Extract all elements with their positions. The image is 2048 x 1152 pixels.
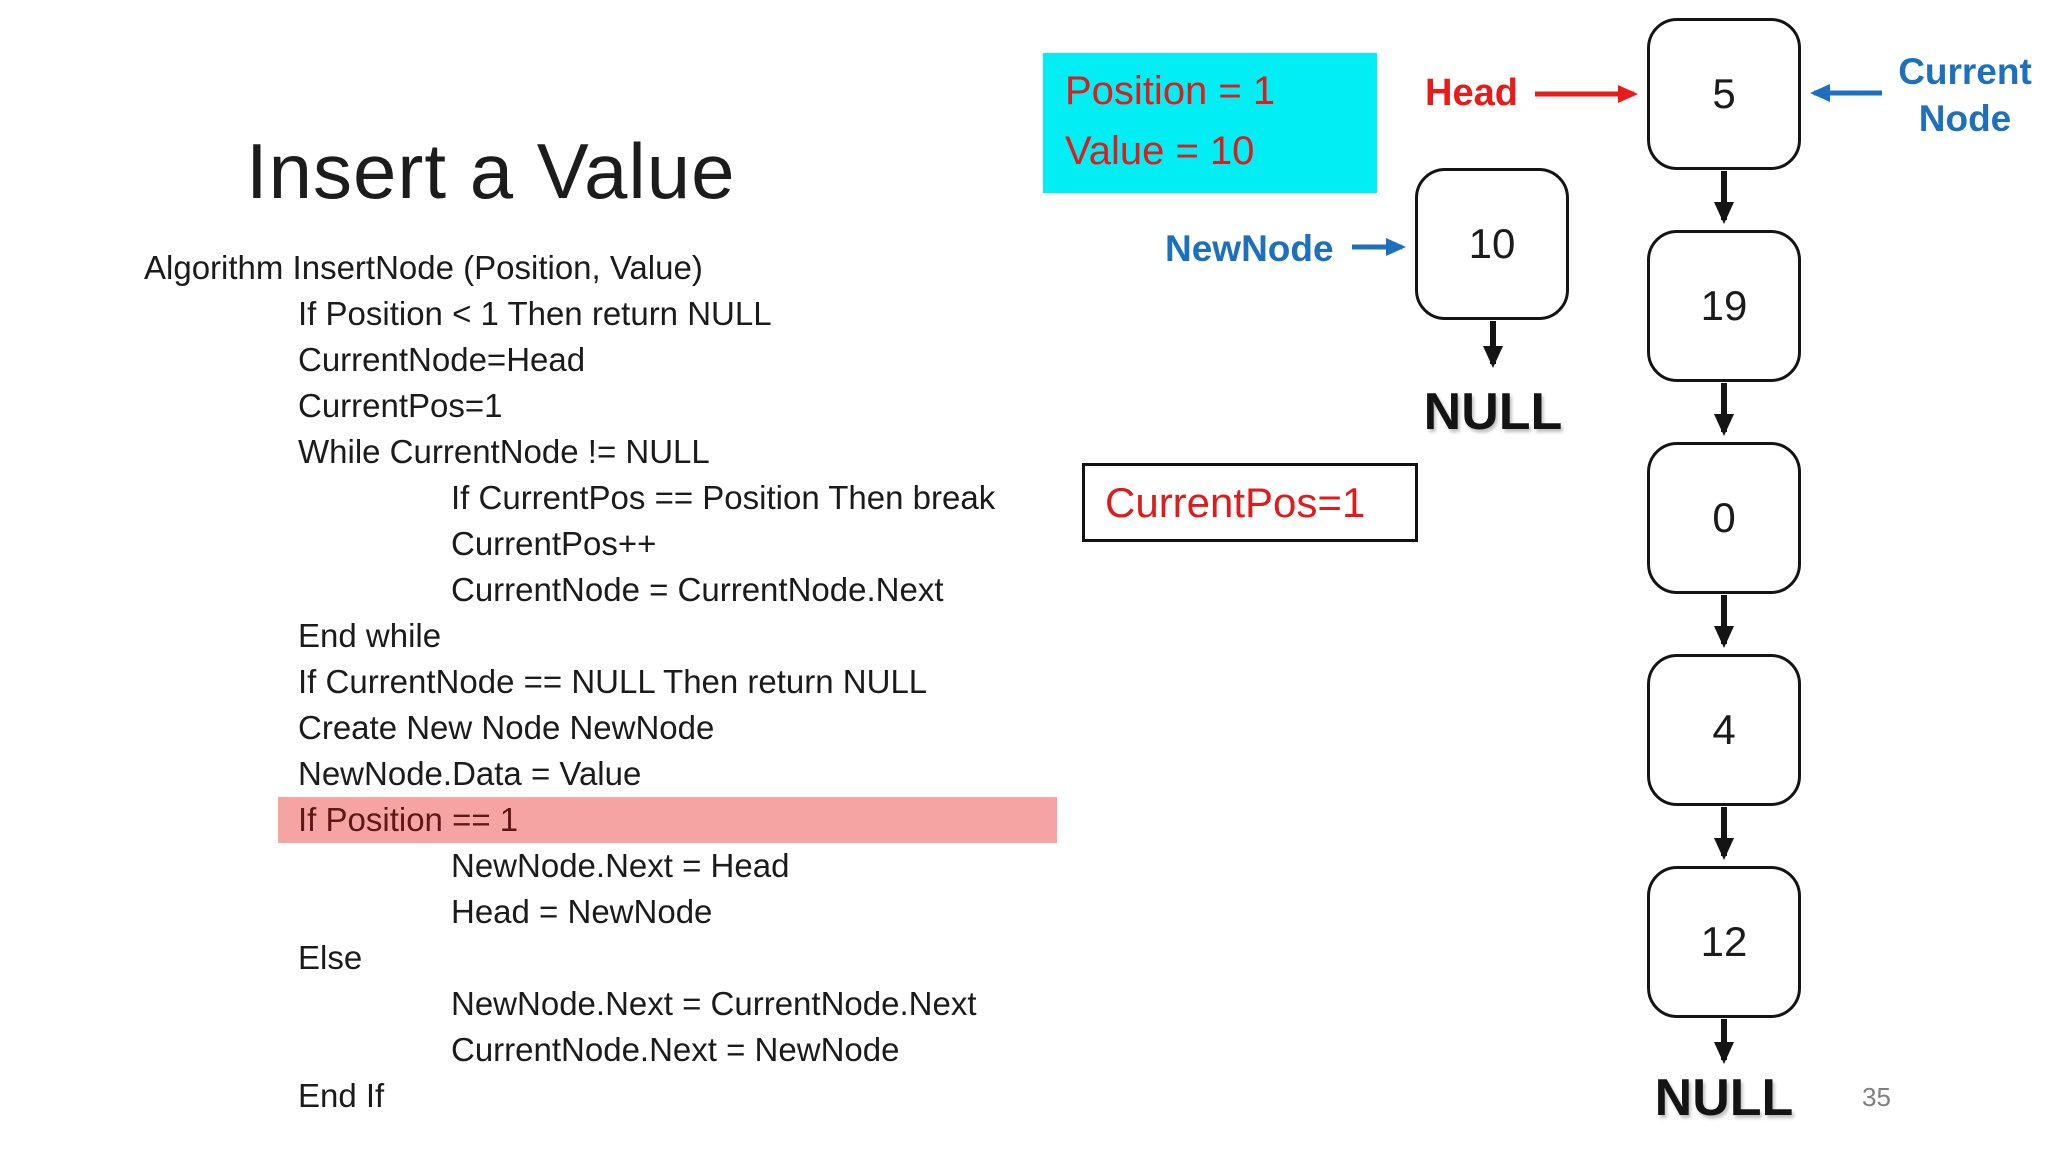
algo-line-text: Else [298,939,363,976]
algo-line-highlighted: If Position == 1 [144,797,1094,843]
algo-line-text: Create New Node NewNode [298,709,715,746]
page-title: Insert a Value [246,127,736,215]
algo-line: CurrentPos=1 [144,383,1094,429]
algo-line: Else [144,935,1094,981]
algo-line: NewNode.Next = CurrentNode.Next [144,981,1094,1027]
currentpos-box: CurrentPos=1 [1082,463,1418,542]
algo-line-text: CurrentPos++ [451,525,657,562]
head-label: Head [1425,72,1518,114]
algorithm-block: Algorithm InsertNode (Position, Value) If… [144,245,1094,1119]
param-position: Position = 1 [1065,69,1276,113]
algo-line-text: Head = NewNode [451,893,713,930]
list-node-12: 12 [1647,866,1801,1018]
algo-line-text: CurrentNode.Next = NewNode [451,1031,900,1068]
chain-null-label: NULL [1654,1069,1794,1127]
algo-line-text: NewNode.Next = Head [451,847,790,884]
algo-line: If CurrentNode == NULL Then return NULL [144,659,1094,705]
list-node-0: 0 [1647,442,1801,594]
algo-line: If Position < 1 Then return NULL [144,291,1094,337]
algo-line-text: CurrentNode=Head [298,341,586,378]
algo-line-text: If CurrentPos == Position Then break [451,479,996,516]
new-node: 10 [1415,168,1569,320]
algo-line: End If [144,1073,1094,1119]
algo-line-text: Algorithm InsertNode (Position, Value) [144,249,703,286]
algo-line: NewNode.Data = Value [144,751,1094,797]
list-node-4: 4 [1647,654,1801,806]
newnode-null-label: NULL [1423,383,1563,441]
page-number: 35 [1862,1082,1891,1112]
algo-line: CurrentPos++ [144,521,1094,567]
algo-line-text: NewNode.Data = Value [298,755,642,792]
list-node-5: 5 [1647,18,1801,170]
algo-line-text: If Position < 1 Then return NULL [298,295,772,332]
current-node-label-line2: Node [1918,98,2012,139]
algo-line-text: CurrentPos=1 [298,387,503,424]
algo-line: While CurrentNode != NULL [144,429,1094,475]
algo-line: Create New Node NewNode [144,705,1094,751]
highlight-bar [278,797,1057,843]
algo-line: CurrentNode.Next = NewNode [144,1027,1094,1073]
current-node-label-line1: Current [1898,51,2032,92]
algo-line: End while [144,613,1094,659]
newnode-label: NewNode [1165,228,1334,269]
algo-line-text: End If [298,1077,385,1114]
algo-line-text: If Position == 1 [298,801,519,838]
param-value: Value = 10 [1065,129,1255,173]
algo-line-text: End while [298,617,442,654]
algo-line: Algorithm InsertNode (Position, Value) [144,245,1094,291]
algo-line: If CurrentPos == Position Then break [144,475,1094,521]
current-node-label: Current Node [1890,48,2040,142]
algo-line: CurrentNode = CurrentNode.Next [144,567,1094,613]
algo-line-text: If CurrentNode == NULL Then return NULL [298,663,928,700]
algo-line-text: While CurrentNode != NULL [298,433,710,470]
algo-line: NewNode.Next = Head [144,843,1094,889]
algo-line: CurrentNode=Head [144,337,1094,383]
list-node-19: 19 [1647,230,1801,382]
algo-line-text: NewNode.Next = CurrentNode.Next [451,985,977,1022]
algo-line: Head = NewNode [144,889,1094,935]
algo-line-text: CurrentNode = CurrentNode.Next [451,571,944,608]
params-box: Position = 1 Value = 10 [1043,53,1377,193]
